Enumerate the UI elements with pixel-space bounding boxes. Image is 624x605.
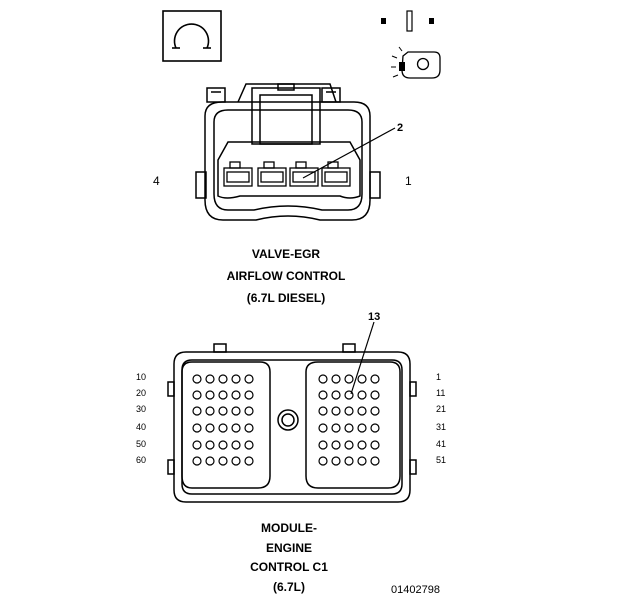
pin-cavity [318, 423, 328, 433]
pin-cavity [244, 423, 254, 433]
ecm-left-pin-grid [192, 374, 254, 466]
pin-cavity [244, 390, 254, 400]
pin-cavity [357, 423, 367, 433]
ecm-connector-body [167, 343, 417, 503]
pin-cavity [244, 440, 254, 450]
pin-cavity [231, 423, 241, 433]
ecm-left-pin-labels: 10 20 30 40 50 60 [136, 372, 146, 465]
pin-cavity [205, 423, 215, 433]
figure-id: 01402798 [391, 584, 440, 596]
pin-cavity [370, 374, 380, 384]
pin-cavity [218, 406, 228, 416]
pin-cavity [244, 406, 254, 416]
pin-number-label: 31 [436, 422, 446, 432]
pin-cavity [192, 374, 202, 384]
pin-cavity [205, 374, 215, 384]
pin-number-label: 21 [436, 404, 446, 414]
pin-cavity [318, 374, 328, 384]
egr-callout-number: 2 [397, 122, 403, 134]
pin-cavity [357, 374, 367, 384]
pin-cavity [370, 440, 380, 450]
pin-cavity [318, 406, 328, 416]
egr-title-line: AIRFLOW CONTROL [227, 269, 346, 283]
pin-cavity [357, 456, 367, 466]
pin-cavity [231, 406, 241, 416]
pin-cavity [231, 390, 241, 400]
pin-number-label: 30 [136, 404, 146, 414]
pin-cavity [318, 440, 328, 450]
pin-number-label: 60 [136, 455, 146, 465]
pin-cavity [205, 440, 215, 450]
egr-connector-body [195, 83, 381, 221]
pin-cavity [331, 390, 341, 400]
pin-cavity [344, 406, 354, 416]
pin-number-label: 51 [436, 455, 446, 465]
egr-title-line: (6.7L DIESEL) [247, 291, 325, 305]
pin-cavity [318, 390, 328, 400]
ecm-right-pin-grid [318, 374, 380, 466]
pin-cavity [331, 374, 341, 384]
pin-cavity [331, 440, 341, 450]
pin-cavity [205, 406, 215, 416]
pin-cavity [231, 440, 241, 450]
connector-face-symbol [162, 10, 222, 62]
egr-callout-leader [302, 127, 396, 179]
pin-cavity [344, 423, 354, 433]
ecm-title-line: CONTROL C1 [250, 560, 328, 574]
pin-cavity [218, 456, 228, 466]
pin-cavity [218, 390, 228, 400]
pin-cavity [231, 374, 241, 384]
pin-cavity [370, 406, 380, 416]
pin-cavity [344, 390, 354, 400]
pin-cavity [344, 440, 354, 450]
pin-cavity [331, 423, 341, 433]
pin-cavity [370, 456, 380, 466]
egr-title-line: VALVE-EGR [252, 247, 321, 261]
pin-cavity [192, 406, 202, 416]
egr-title: VALVE-EGR AIRFLOW CONTROL (6.7L DIESEL) [227, 247, 346, 305]
pin-cavity [192, 456, 202, 466]
pin-cavity [205, 456, 215, 466]
pin-cavity [218, 374, 228, 384]
ecm-callout-leader [350, 321, 375, 395]
pin-cavity [218, 440, 228, 450]
pin-cavity [192, 423, 202, 433]
ecm-title-line: (6.7L) [273, 580, 305, 594]
egr-side-label-left: 4 [153, 174, 160, 188]
egr-terminal-cavities [223, 161, 351, 187]
pin-number-label: 40 [136, 422, 146, 432]
ecm-right-pin-labels: 1 11 21 31 41 51 [436, 372, 446, 465]
pin-cavity [192, 440, 202, 450]
ecm-title-line: ENGINE [266, 541, 312, 555]
pin-cavity [244, 374, 254, 384]
pin-number-label: 20 [136, 388, 146, 398]
pin-cavity [344, 456, 354, 466]
pin-number-label: 10 [136, 372, 146, 382]
pin-cavity [231, 456, 241, 466]
locator-inset [381, 10, 441, 79]
pin-cavity [344, 374, 354, 384]
egr-side-label-right: 1 [405, 174, 412, 188]
pin-number-label: 50 [136, 439, 146, 449]
pin-cavity [218, 423, 228, 433]
pin-cavity [370, 390, 380, 400]
pin-cavity [357, 390, 367, 400]
pin-cavity [357, 440, 367, 450]
pin-cavity [205, 390, 215, 400]
pin-number-label: 1 [436, 372, 441, 382]
ecm-title-line: MODULE- [261, 521, 317, 535]
pin-cavity [192, 390, 202, 400]
pin-cavity [244, 456, 254, 466]
pin-cavity [318, 456, 328, 466]
pin-cavity [331, 406, 341, 416]
ecm-title: MODULE- ENGINE CONTROL C1 (6.7L) [250, 521, 328, 594]
pin-number-label: 11 [436, 388, 445, 398]
pin-number-label: 41 [436, 439, 446, 449]
pin-cavity [331, 456, 341, 466]
pin-cavity [370, 423, 380, 433]
pin-cavity [357, 406, 367, 416]
ecm-callout-number: 13 [368, 311, 380, 323]
